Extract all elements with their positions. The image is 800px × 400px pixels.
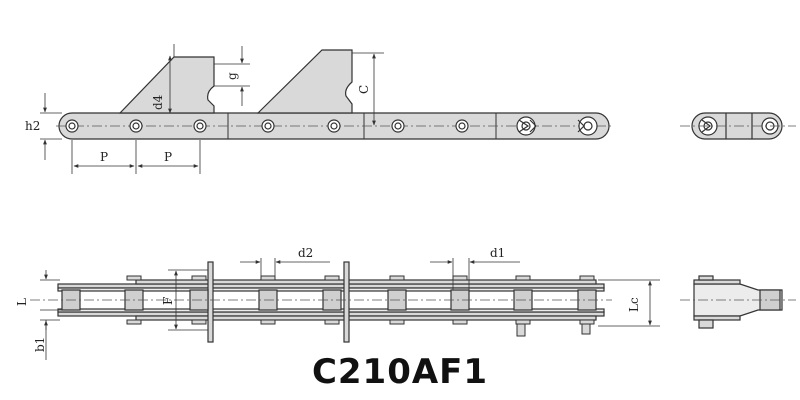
label-l: L: [15, 298, 29, 306]
attachment-bracket-2: [256, 49, 353, 114]
label-d1: d1: [490, 246, 505, 260]
label-p-1: P: [100, 150, 108, 164]
attachment-flange-2: [343, 261, 350, 343]
attachment-bracket-1: [118, 56, 215, 114]
label-d4: d4: [151, 94, 165, 110]
label-lc: Lc: [627, 297, 641, 312]
label-d2: d2: [298, 246, 313, 260]
label-f: F: [161, 297, 175, 305]
label-h2: h2: [25, 119, 40, 133]
model-title: C210AF1: [311, 352, 489, 392]
label-p-2: P: [164, 150, 172, 164]
label-b1: b1: [33, 337, 47, 352]
label-c: C: [357, 85, 371, 94]
plan-dimensions: [40, 258, 660, 360]
cotter-pins: [518, 119, 585, 133]
outer-plate-top: [57, 283, 605, 289]
label-g: g: [225, 72, 239, 80]
attachment-flange-1: [207, 261, 214, 343]
outer-plate-bottom: [57, 311, 605, 317]
end-view-bottom: [693, 275, 783, 329]
side-dimensions: [40, 44, 384, 174]
pin-holes: [65, 116, 598, 136]
